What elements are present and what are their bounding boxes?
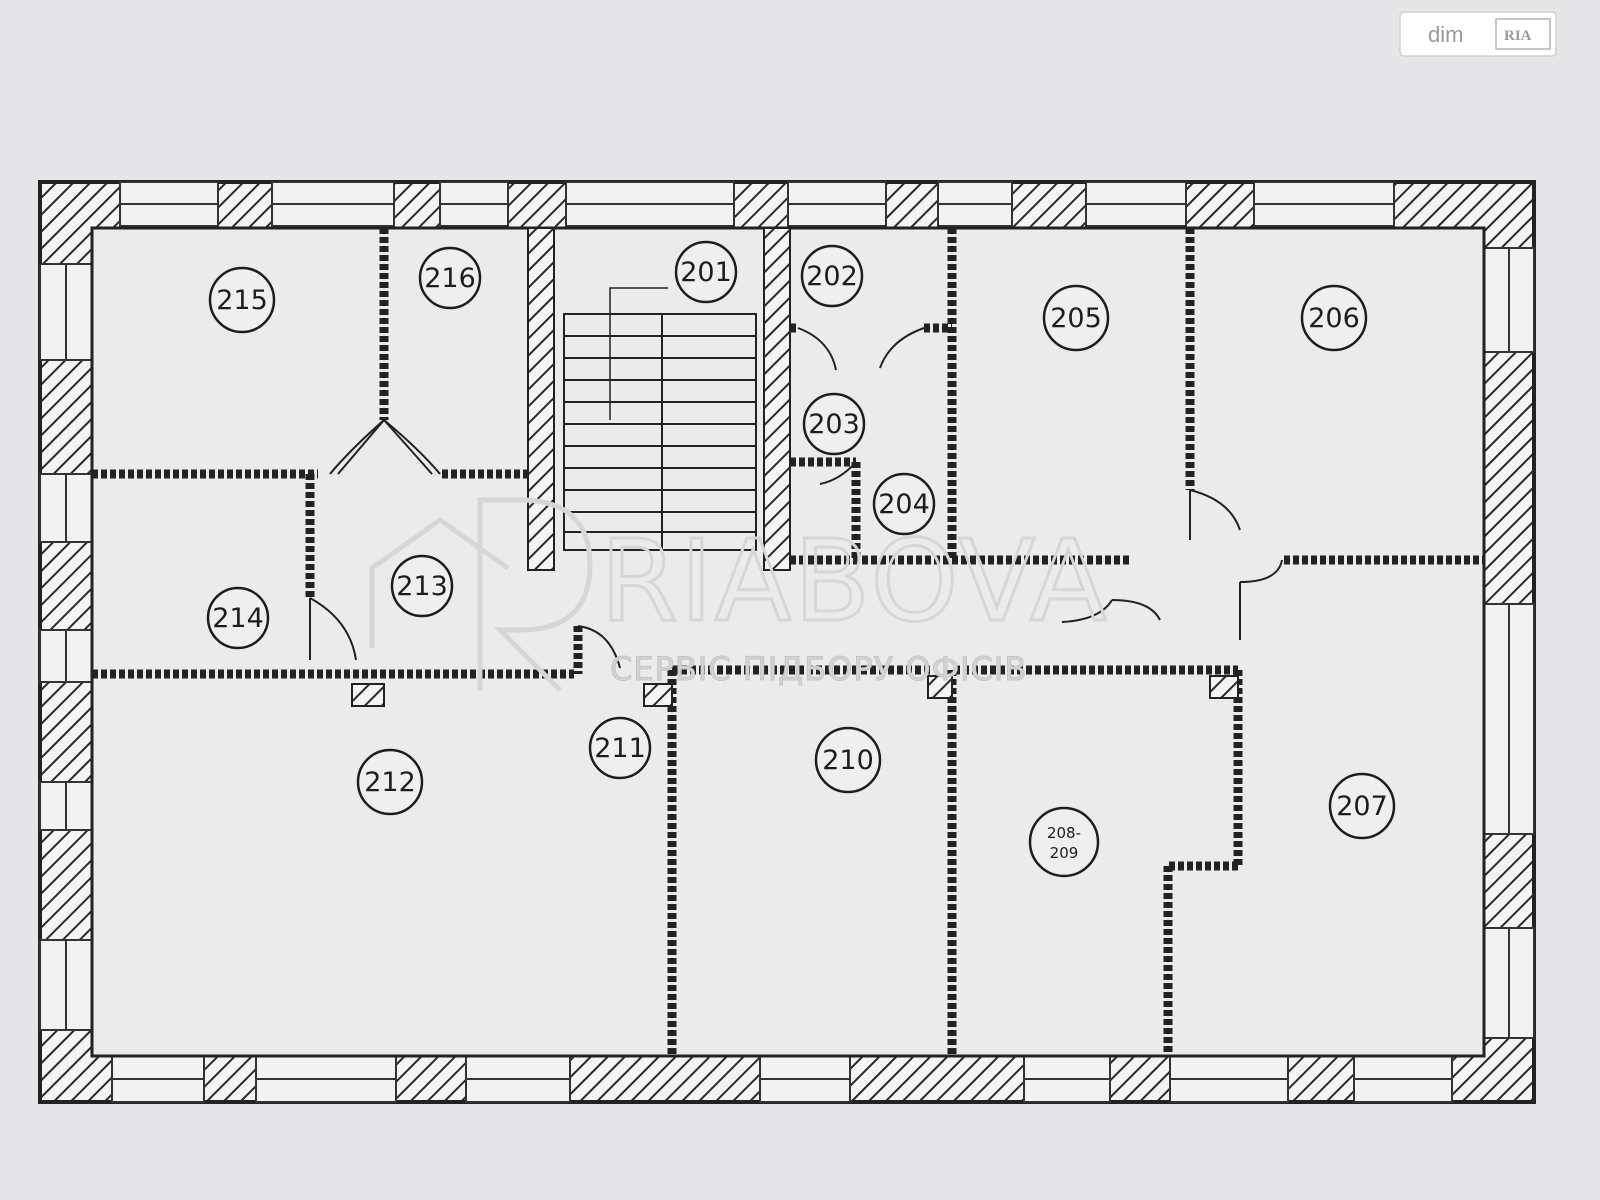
stair-walls xyxy=(527,227,791,571)
room-212: 212 xyxy=(356,748,424,816)
room-label: 216 xyxy=(424,263,476,294)
partitions xyxy=(92,228,1484,1056)
room-marker-circle xyxy=(800,244,864,308)
room-label: 202 xyxy=(806,261,858,292)
room-211: 211 xyxy=(588,716,652,780)
room-207: 207 xyxy=(1328,772,1396,840)
room-213: 213 xyxy=(390,554,454,618)
badge-dim-text: dim xyxy=(1428,22,1463,47)
dimria-badge: dim RIA xyxy=(1399,11,1557,57)
room-215: 215 xyxy=(208,266,276,334)
room-203: 203 xyxy=(802,392,866,456)
staircase xyxy=(563,287,757,551)
room-label-second-line: 209 xyxy=(1050,844,1079,862)
room-label: 206 xyxy=(1308,303,1360,334)
room-marker-circle xyxy=(872,472,936,536)
room-marker-circle xyxy=(1042,284,1110,352)
watermark-brand: RIABOVA xyxy=(600,517,1109,647)
room-label: 208- xyxy=(1047,824,1081,842)
watermark: RIABOVA СЕРВІС ПІДБОРУ ОФІСІВ xyxy=(369,497,1109,692)
room-label: 211 xyxy=(594,733,646,764)
room-label: 201 xyxy=(680,257,732,288)
room-label: 213 xyxy=(396,571,448,602)
room-marker-circle xyxy=(802,392,866,456)
room-marker-circle xyxy=(814,726,882,794)
room-201: 201 xyxy=(674,240,738,304)
room-204: 204 xyxy=(872,472,936,536)
room-202: 202 xyxy=(800,244,864,308)
room-marker-circle xyxy=(206,586,270,650)
room-marker-circle xyxy=(390,554,454,618)
room-marker-circle xyxy=(356,748,424,816)
watermark-tagline: СЕРВІС ПІДБОРУ ОФІСІВ xyxy=(610,650,1027,688)
room-206: 206 xyxy=(1300,284,1368,352)
room-label: 212 xyxy=(364,767,416,798)
room-label: 203 xyxy=(808,409,860,440)
room-label: 204 xyxy=(878,489,930,520)
room-marker-circle xyxy=(674,240,738,304)
room-label: 205 xyxy=(1050,303,1102,334)
room-marker-circle xyxy=(1328,772,1396,840)
room-labels: 201 202 203 204 205 206 207 208- 209 210 211 212 213… xyxy=(206,240,1396,878)
room-214: 214 xyxy=(206,586,270,650)
wall-stubs xyxy=(351,675,1239,707)
room-marker-circle xyxy=(1028,806,1100,878)
room-marker-circle xyxy=(1300,284,1368,352)
room-label: 210 xyxy=(822,745,874,776)
room-label: 214 xyxy=(212,603,264,634)
room-marker-circle xyxy=(208,266,276,334)
room-marker-circle xyxy=(588,716,652,780)
room-216: 216 xyxy=(418,246,482,310)
door-swings xyxy=(309,327,1283,669)
room-label: 207 xyxy=(1336,791,1388,822)
room-208: 208- 209 xyxy=(1028,806,1100,878)
room-210: 210 xyxy=(814,726,882,794)
badge-ria-text: RIA xyxy=(1504,28,1532,44)
windows xyxy=(39,181,1535,1103)
room-label: 215 xyxy=(216,285,268,316)
room-205: 205 xyxy=(1042,284,1110,352)
room-marker-circle xyxy=(418,246,482,310)
